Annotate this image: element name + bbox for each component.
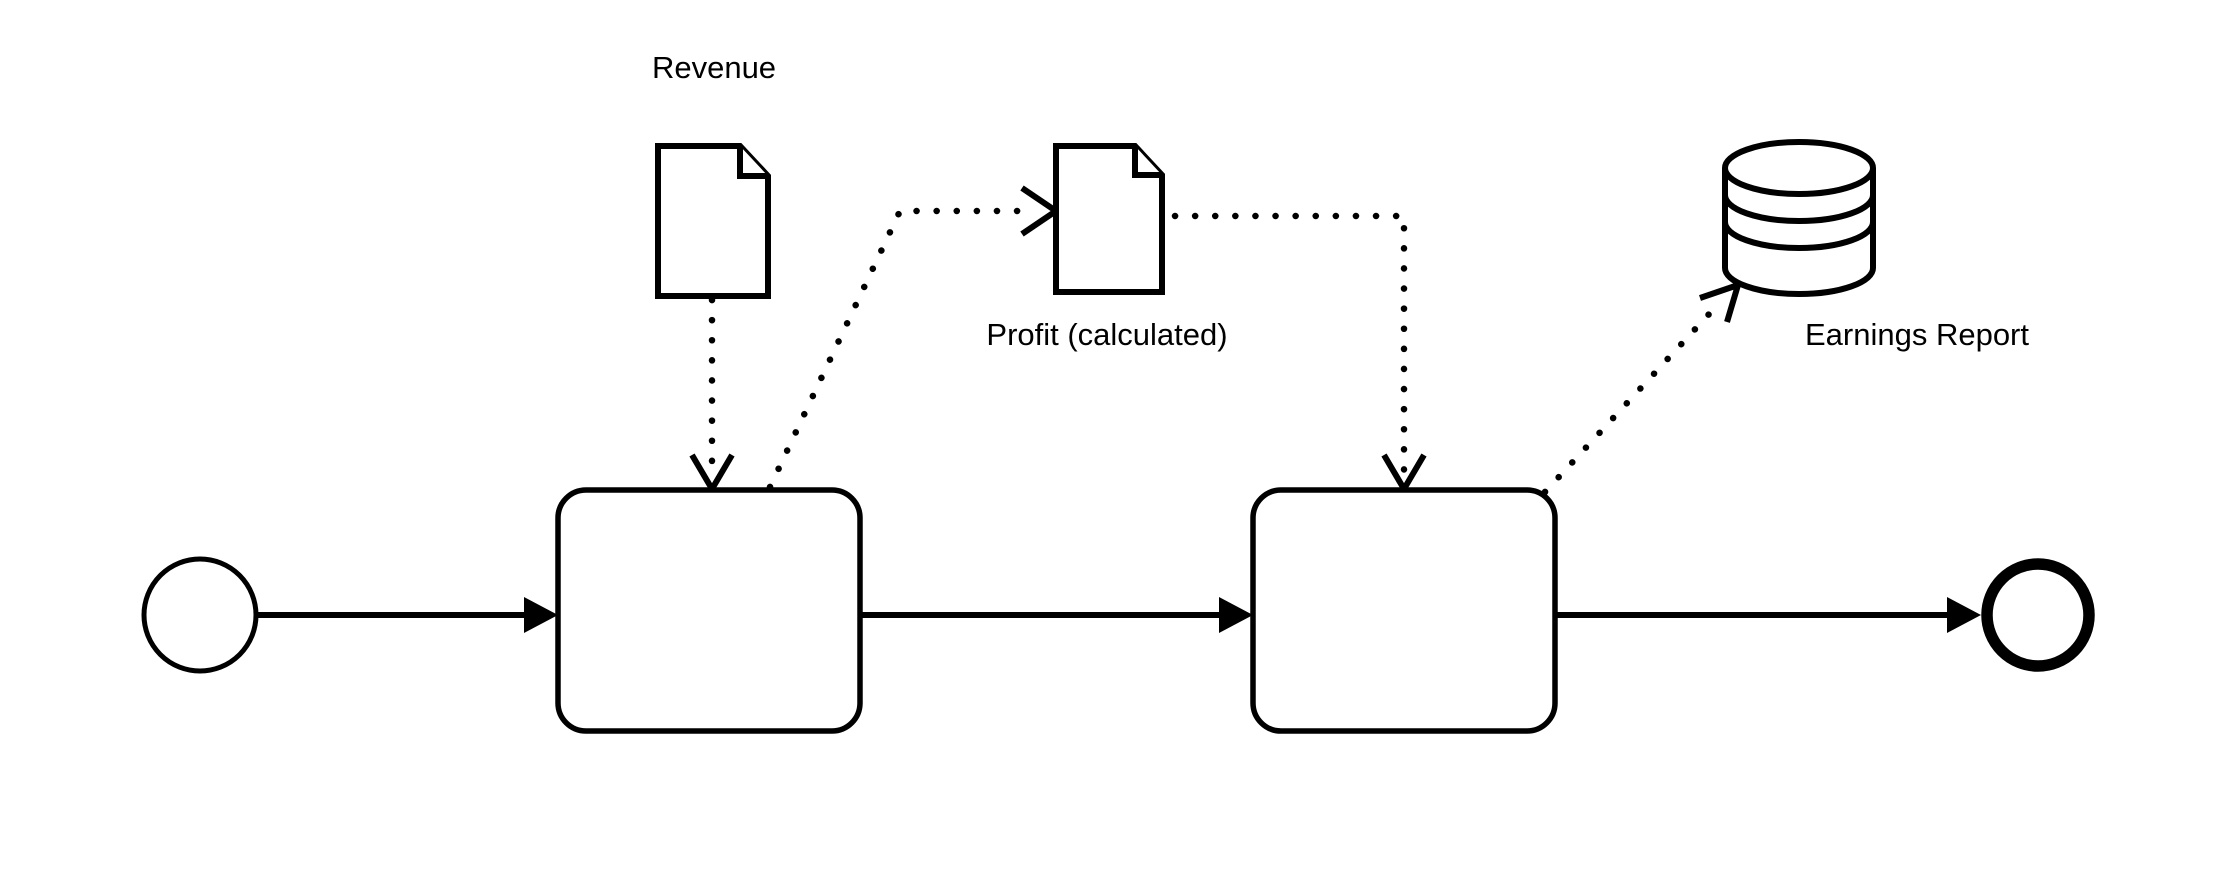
task-two[interactable] <box>1250 487 1558 734</box>
data-store-earnings-report-label: Earnings Report <box>1805 317 2029 352</box>
association-task-two-to-earnings-report[interactable] <box>1541 280 1743 496</box>
sequence-flow-start-to-task-one[interactable] <box>256 597 558 633</box>
data-object-revenue[interactable] <box>655 143 771 299</box>
sequence-flow-task-one-to-task-two[interactable] <box>860 597 1253 633</box>
end-event[interactable] <box>1981 558 2095 672</box>
data-object-profit-label: Profit (calculated) <box>986 317 1227 352</box>
start-event[interactable] <box>141 556 259 674</box>
task-one[interactable] <box>555 487 863 734</box>
data-store-earnings-report[interactable] <box>1722 139 1876 297</box>
association-profit-to-task-two[interactable] <box>1171 212 1427 495</box>
association-revenue-to-task-one[interactable] <box>689 296 735 495</box>
data-object-revenue-label: Revenue <box>652 50 776 85</box>
data-object-profit[interactable] <box>1053 143 1165 295</box>
sequence-flow-task-two-to-end[interactable] <box>1555 597 1981 633</box>
